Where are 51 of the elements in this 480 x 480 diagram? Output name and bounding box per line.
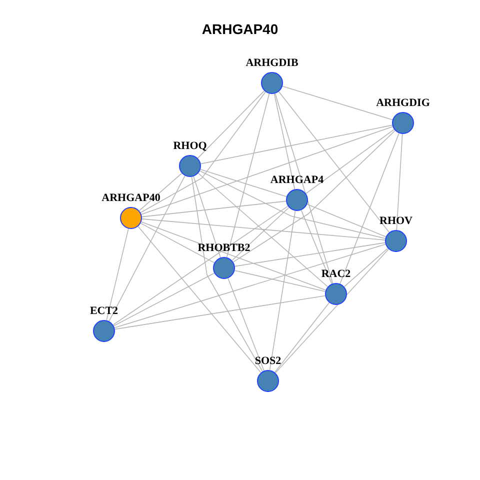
- edge-line: [199, 170, 386, 239]
- edge-line: [300, 210, 332, 284]
- node-label: ARHGAP4: [270, 174, 324, 187]
- edge-line: [234, 270, 326, 292]
- edge-line: [275, 248, 389, 374]
- edge-line: [226, 93, 270, 258]
- edge-line: [191, 176, 263, 372]
- edge-line: [274, 93, 296, 190]
- edge-line: [306, 204, 386, 238]
- node-label: SOS2: [254, 355, 282, 368]
- node-label: ARHGDIG: [376, 97, 430, 110]
- edge-line: [282, 86, 393, 120]
- edge-line: [106, 228, 129, 321]
- edge-line: [232, 130, 396, 262]
- edge-line: [197, 90, 265, 159]
- edge-line: [340, 132, 400, 284]
- edge-line: [344, 248, 388, 288]
- node-label: RHOV: [380, 215, 412, 228]
- edge-line: [274, 302, 330, 373]
- edge-line: [142, 218, 386, 240]
- edge-line: [138, 172, 182, 212]
- edge-line: [138, 226, 262, 373]
- edge-line: [228, 278, 264, 372]
- edge-line: [140, 126, 394, 215]
- edge-line: [200, 168, 287, 198]
- edge-line: [200, 124, 393, 164]
- edge-line: [140, 222, 215, 264]
- edge-line: [140, 91, 266, 213]
- edge-line: [234, 242, 386, 267]
- edge-line: [269, 210, 296, 371]
- node-label: ECT2: [90, 305, 118, 318]
- edge-line: [112, 206, 288, 326]
- edge-line: [114, 244, 386, 328]
- edge-line: [193, 176, 221, 258]
- edge-line: [274, 93, 334, 284]
- node-label: ARHGDIB: [246, 57, 298, 70]
- chart-title: ARHGAP40: [202, 21, 278, 38]
- edge-line: [114, 295, 326, 330]
- edge-line: [108, 175, 186, 322]
- edge-line: [396, 134, 403, 230]
- edge-line: [142, 200, 286, 218]
- node-label: RHOQ: [173, 140, 207, 153]
- edge-line: [306, 129, 394, 194]
- node-label: RAC2: [321, 268, 351, 281]
- edge-line: [278, 91, 390, 233]
- edge-line: [198, 172, 328, 288]
- edge-line: [113, 272, 215, 326]
- edge-line: [140, 221, 326, 291]
- node-label: ARHGAP40: [102, 192, 160, 205]
- edge-line: [232, 207, 290, 261]
- node-label: RHOBTB2: [198, 242, 250, 255]
